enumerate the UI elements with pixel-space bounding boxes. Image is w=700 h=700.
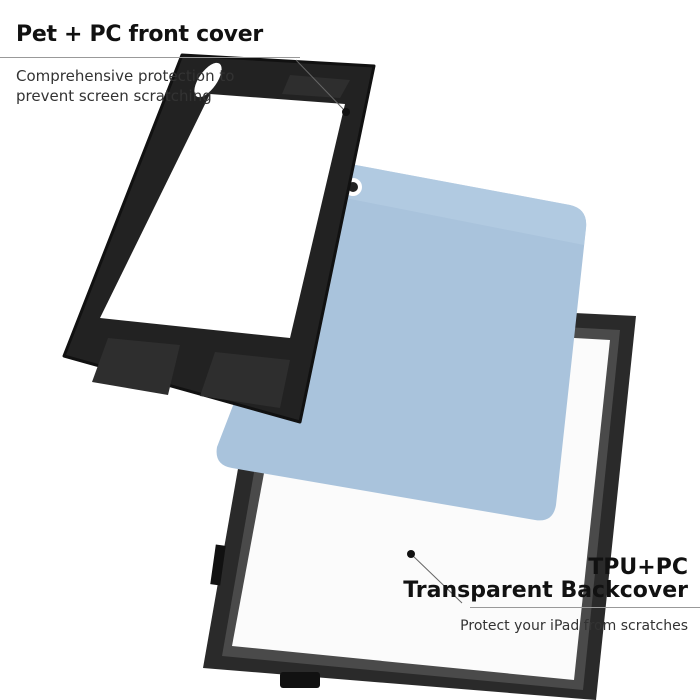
back-cover-title-line-2: Transparent Backcover — [403, 578, 688, 603]
front-callout-line — [295, 59, 347, 113]
front-divider — [0, 57, 300, 58]
back-callout-dot — [407, 550, 415, 558]
front-cover-title: Pet + PC front cover — [16, 22, 263, 47]
front-cover-description: Comprehensive protection to prevent scre… — [16, 66, 234, 106]
back-cover-description: Protect your iPad from scratches — [460, 618, 688, 634]
front-desc-line-1: Comprehensive protection to — [16, 67, 235, 85]
back-callout-line — [410, 553, 463, 604]
front-callout-dot — [342, 108, 350, 116]
front-cover-frame — [62, 53, 376, 424]
front-desc-line-2: prevent screen scratching — [16, 87, 212, 105]
back-cover-title-line-1: TPU+PC — [588, 555, 688, 580]
back-divider — [470, 607, 700, 608]
